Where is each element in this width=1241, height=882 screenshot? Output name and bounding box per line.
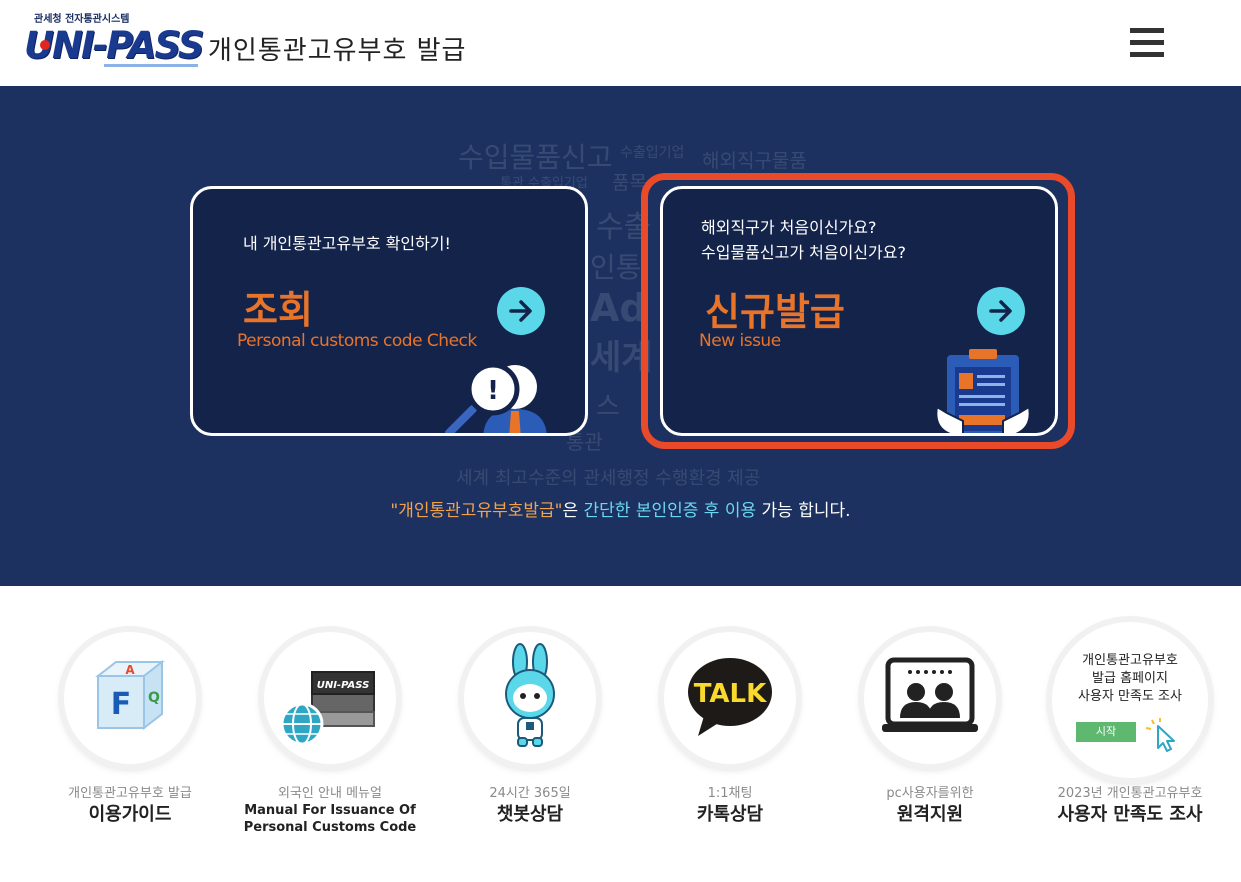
quick-link-title: 이용가이드 <box>88 804 172 825</box>
check-card-subtitle: 내 개인통관고유부호 확인하기! <box>243 234 451 253</box>
logo-stripe <box>104 64 198 67</box>
quick-link-title: Manual For Issuance Of Personal Customs … <box>230 802 430 836</box>
notice-ending: 가능 합니다. <box>756 501 851 521</box>
arrow-right-icon[interactable] <box>497 287 545 335</box>
logo-dot <box>40 40 50 50</box>
issue-card-title: 신규발급 <box>705 290 845 334</box>
survey-line: 발급 홈페이지 <box>1092 671 1168 686</box>
quick-link-title: 사용자 만족도 조사 <box>1057 804 1203 825</box>
notice-auth-text: 간단한 본인인증 후 이용 <box>583 501 757 521</box>
remote-support-monitor-icon <box>864 632 996 764</box>
quick-link-title-line1: Manual For Issuance Of <box>244 803 416 818</box>
survey-line: 사용자 만족도 조사 <box>1078 689 1182 704</box>
unipass-logo[interactable]: 관세청 전자통관시스템 UNI-PASS <box>24 10 204 72</box>
quick-link-caption: pc사용자를위한 <box>886 786 974 801</box>
issue-card-subtitle-1: 해외직구가 처음이신가요? <box>701 218 877 237</box>
new-issue-card[interactable]: 해외직구가 처음이신가요? 수입물품신고가 처음이신가요? 신규발급 New i… <box>660 186 1058 436</box>
issue-card-subtitle-2: 수입물품신고가 처음이신가요? <box>701 243 906 262</box>
survey-start-button[interactable]: 시작 <box>1076 722 1136 742</box>
check-code-card[interactable]: 내 개인통관고유부호 확인하기! 조회 Personal customs cod… <box>190 186 588 436</box>
svg-text:!: ! <box>487 376 499 406</box>
quick-link-caption: 개인통관고유부호 발급 <box>68 786 192 801</box>
quick-link-title: 카톡상담 <box>696 804 764 825</box>
check-card-title: 조회 <box>243 288 313 332</box>
site-title: 개인통관고유부호 발급 <box>208 36 467 66</box>
check-card-subtitle-en: Personal customs code Check <box>237 331 477 351</box>
svg-text:Q: Q <box>148 690 160 706</box>
svg-text:F: F <box>111 687 132 722</box>
quick-links: F A Q 개인통관고유부호 발급 이용가이드 UNI-PASS 외국인 안내 … <box>0 586 1241 882</box>
notice-particle: 은 <box>562 501 584 521</box>
background-word: 세계 최고수준의 관세행정 수행환경 제공 <box>456 468 761 489</box>
clipboard-hands-icon <box>935 349 1031 433</box>
rabbit-mascot-icon <box>464 632 596 764</box>
logo-caption: 관세청 전자통관시스템 <box>34 14 130 25</box>
survey-icon: 개인통관고유부호 발급 홈페이지 사용자 만족도 조사 시작 <box>1052 622 1208 778</box>
quick-link-title-line2: Personal Customs Code <box>243 820 417 835</box>
header: 관세청 전자통관시스템 UNI-PASS 개인통관고유부호 발급 <box>0 0 1241 86</box>
notice-service-name: "개인통관고유부호발급" <box>390 501 563 521</box>
background-word: Ad <box>590 286 647 330</box>
survey-banner-text: 개인통관고유부호 발급 홈페이지 사용자 만족도 조사 <box>1052 652 1208 706</box>
hamburger-icon[interactable] <box>1130 28 1164 60</box>
svg-text:A: A <box>125 663 135 677</box>
hero-section: 수입물품신고 수출입기업 해외직구물품 통관 수출입기업 품목 수출 인통 Ad… <box>0 86 1241 586</box>
background-word: 품목 <box>612 172 647 194</box>
svg-text:TALK: TALK <box>694 679 767 709</box>
quick-link-caption: 24시간 365일 <box>489 786 571 801</box>
pointer-click-icon <box>1145 718 1175 752</box>
quick-link-title: 챗봇상담 <box>496 804 564 825</box>
logo-text: UNI-PASS <box>24 24 204 67</box>
faq-cube-icon: F A Q <box>64 632 196 764</box>
quick-link-title: 원격지원 <box>896 804 964 825</box>
issue-card-subtitle-en: New issue <box>699 331 781 351</box>
svg-text:UNI-PASS: UNI-PASS <box>317 680 370 691</box>
background-word: 스 <box>596 392 620 422</box>
notice-text: "개인통관고유부호발급"은 간단한 본인인증 후 이용 가능 합니다. <box>0 496 1241 521</box>
unipass-book-globe-icon: UNI-PASS <box>264 632 396 764</box>
quick-link-caption: 1:1채팅 <box>707 786 753 801</box>
background-word: 해외직구물품 <box>702 150 807 172</box>
background-word: 수출입기업 <box>620 145 685 161</box>
background-word: 인통 <box>590 251 642 284</box>
background-word: 수입물품신고 <box>458 141 613 174</box>
quick-link-caption: 외국인 안내 메뉴얼 <box>278 786 382 801</box>
magnifier-person-icon: ! <box>445 362 547 433</box>
kakao-talk-icon: TALK <box>664 632 796 764</box>
new-issue-highlight <box>641 173 1075 449</box>
survey-line: 개인통관고유부호 <box>1082 653 1178 668</box>
quick-link-caption: 2023년 개인통관고유부호 <box>1057 786 1203 801</box>
arrow-right-icon[interactable] <box>977 287 1025 335</box>
